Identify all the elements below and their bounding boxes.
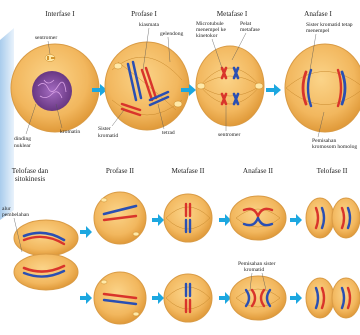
cell-profase-2-bottom (94, 272, 146, 324)
right-arrow-icon (219, 214, 231, 226)
right-arrow-icon (219, 292, 231, 304)
cell-metafase-2-top (164, 194, 212, 242)
cell-anafase-2-bottom (230, 276, 286, 320)
label-pelat-2: metafase (240, 26, 260, 33)
label-microtubule-3: kinetokor (196, 33, 218, 39)
right-arrow-icon (152, 214, 164, 226)
label-sister-tetap-2: menempel (306, 28, 330, 34)
left-decorative-band (0, 28, 14, 220)
right-arrow-icon (80, 226, 92, 238)
label-sister-kromatid-1: Sister (98, 126, 111, 132)
stage-title-metafase-2: Metafase II (172, 167, 206, 175)
stage-title-interfase-1: Interfase I (45, 10, 75, 18)
label-sentromer-top: sentromer (35, 35, 58, 41)
stage-title-anafase-2: Anafase II (243, 167, 274, 175)
cell-anafase-2-top (230, 196, 286, 240)
cell-telofase-2-bottom (306, 278, 360, 318)
stage-title-profase-1: Profase I (131, 10, 157, 18)
label-kiasmata: kiasmata (139, 22, 159, 28)
label-pemisahan-sister-2: kromatid (244, 267, 264, 273)
stage-title-sitokinesis: sitokinesis (15, 175, 46, 183)
cell-metafase-2-bottom (164, 274, 212, 322)
label-kromatin: kromatin (60, 129, 80, 135)
stage-title-telofase-2: Telofase II (317, 167, 348, 175)
label-dinding-2: nuklear (14, 143, 31, 149)
stage-title-telofase-1: Telofase dan (12, 167, 49, 175)
label-tetrad: tetrad (162, 130, 175, 136)
cell-telofase-1-bottom (14, 254, 78, 290)
label-gelendong: gelendong (160, 31, 184, 37)
label-alur-2: pembelahan (2, 212, 29, 218)
label-dinding-1: dinding (14, 136, 31, 142)
stage-title-metafase-1: Metafase I (217, 10, 248, 18)
right-arrow-icon (266, 84, 281, 96)
stage-title-profase-2: Profase II (106, 167, 135, 175)
right-arrow-icon (290, 292, 302, 304)
right-arrow-icon (80, 292, 92, 304)
stage-title-anafase-1: Anafase I (304, 10, 332, 18)
cell-interfase-1 (11, 44, 99, 132)
cell-telofase-2-top (306, 198, 360, 238)
right-arrow-icon (290, 214, 302, 226)
cell-profase-1 (105, 42, 189, 130)
cell-telofase-1-top (14, 220, 78, 256)
centrosome (45, 55, 55, 62)
label-pemisahan-homolog-2: kromosom homolog (312, 144, 357, 150)
cell-profase-2-top (94, 192, 146, 244)
cell-metafase-1 (196, 46, 264, 126)
right-arrow-icon (152, 292, 164, 304)
label-sister-kromatid-2: kromatid (98, 133, 118, 139)
label-sentromer-mid: sentromer (218, 132, 241, 138)
